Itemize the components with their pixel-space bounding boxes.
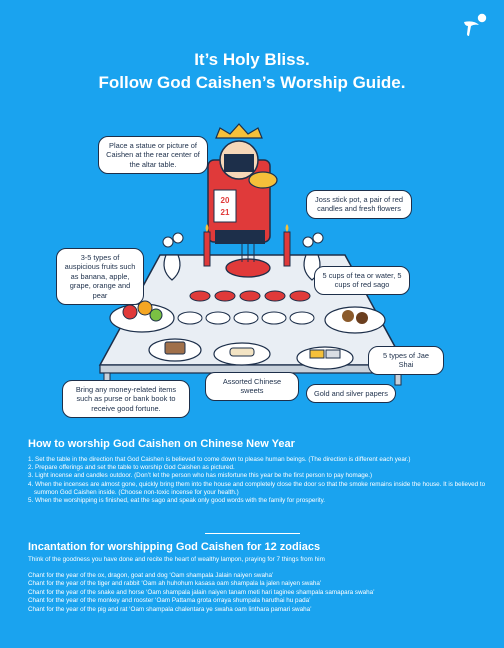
callout-papers: Gold and silver papers [306,384,396,404]
page-title: It’s Holy Bliss. Follow God Caishen’s Wo… [0,48,504,94]
incantation-heading: Incantation for worshipping God Caishen … [28,541,321,553]
callout-tea: 5 cups of tea or water, 5 cups of red sa… [314,266,410,295]
callout-money: Bring any money-related items such as pu… [62,380,190,419]
callout-fruits: 3-5 types of auspicious fruits such as b… [56,248,144,306]
list-item: 2. Prepare offerings and set the table t… [28,464,235,472]
how-to-heading: How to worship God Caishen on Chinese Ne… [28,438,295,450]
incantation-intro: Think of the goodness you have done and … [28,556,325,563]
how-to-steps: 1. Set the table in the direction that G… [28,456,488,505]
callout-jae-shai: 5 types of Jae Shai [368,346,444,375]
svg-text:21: 21 [221,208,230,217]
chant-line: Chant for the year of the snake and hors… [28,588,375,596]
telenor-logo-icon [464,13,487,36]
callout-statue: Place a statue or picture of Caishen at … [98,136,208,175]
chant-line: Chant for the year of the pig and rat ‘O… [28,605,312,613]
chant-line: Chant for the year of the tiger and rabb… [28,580,322,588]
list-item: 4. When the incenses are almost gone, qu… [28,480,486,496]
list-item: 3. Light incense and candles outdoor. (D… [28,472,373,480]
section-divider [205,533,300,534]
chant-line: Chant for the year of the ox, dragon, go… [28,571,274,579]
title-line-2: Follow God Caishen’s Worship Guide. [98,73,406,92]
callout-sweets: Assorted Chinese sweets [205,372,299,401]
chant-line: Chant for the year of the monkey and roo… [28,597,311,605]
caishen-statue: 20 21 [207,123,278,244]
list-item: 5. When the worshipping is finished, eat… [28,497,326,505]
callout-joss: Joss stick pot, a pair of red candles an… [306,190,412,219]
incantation-body: Think of the goodness you have done and … [28,556,488,615]
svg-text:20: 20 [221,196,230,205]
list-item: 1. Set the table in the direction that G… [28,456,411,463]
title-line-1: It’s Holy Bliss. [194,50,310,69]
